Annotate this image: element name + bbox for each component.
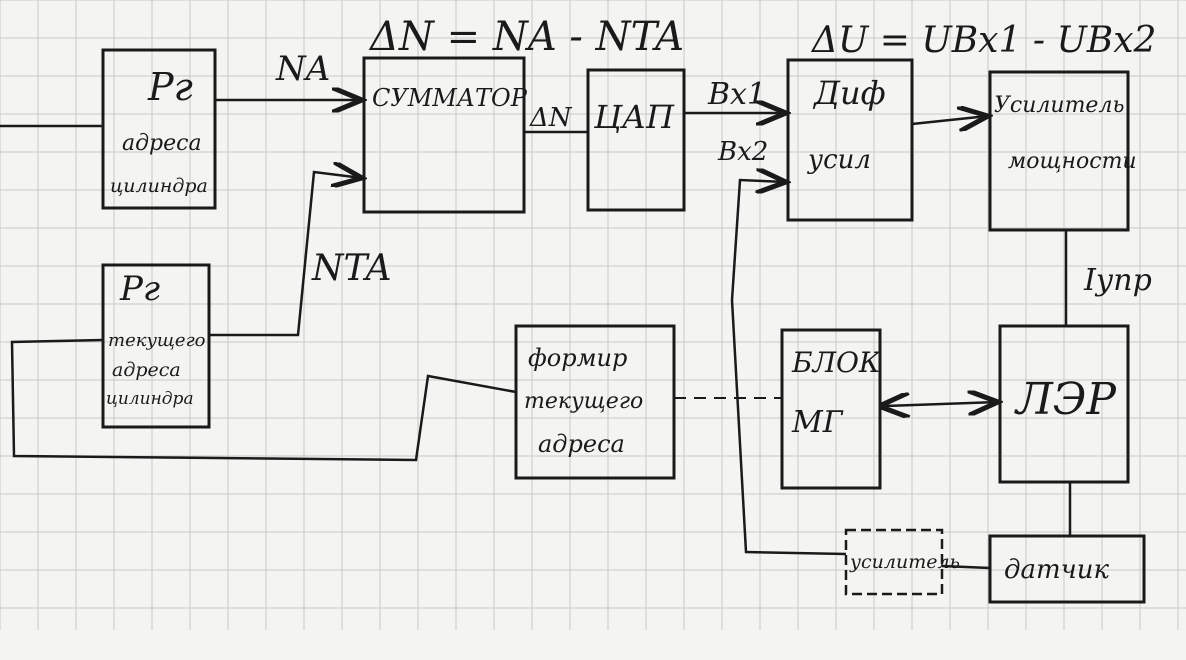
block-label: датчик — [1004, 555, 1110, 585]
block-current-address-former: формир текущего адреса — [514, 324, 676, 480]
block-sensor: датчик — [988, 534, 1146, 604]
signal-label-nta: NTA — [311, 248, 392, 289]
block-power-amplifier: Усилитель мощности — [988, 70, 1137, 232]
block-label: мощности — [1008, 149, 1137, 174]
block-label: Диф — [812, 74, 886, 112]
block-dac: ЦАП — [586, 68, 686, 212]
block-label: текущего — [108, 330, 206, 351]
signal-label-i-control: Iупр — [1083, 263, 1152, 298]
block-adder: СУММАТОР — [362, 56, 528, 214]
block-label: формир — [528, 344, 627, 372]
block-label: цилиндра — [110, 175, 208, 197]
block-label: Рг — [147, 65, 193, 109]
block-label: адреса — [538, 430, 625, 458]
block-register-target-address: Рг адреса цилиндра — [101, 48, 217, 210]
block-label: БЛОК — [791, 346, 882, 379]
block-label: текущего — [524, 389, 643, 414]
block-label: Рг — [119, 269, 160, 309]
block-register-current-address: Рг текущего адреса цилиндра — [101, 263, 211, 429]
grid-paper — [0, 0, 1186, 630]
block-label: ЦАП — [593, 98, 675, 136]
signal-label-bx1: Bx1 — [707, 77, 766, 112]
block-label: усилитель — [849, 551, 960, 573]
block-label: адреса — [122, 131, 202, 156]
block-label: цилиндра — [106, 389, 194, 409]
block-label: адреса — [112, 359, 181, 381]
equation-delta-n: ΔN = NA - NTA — [368, 14, 684, 60]
block-linear-motor: ЛЭР — [998, 324, 1130, 484]
block-differential-amplifier: Диф усил — [786, 58, 914, 222]
block-label: МГ — [791, 405, 844, 440]
block-label: ЛЭР — [1014, 374, 1117, 425]
block-label: СУММАТОР — [372, 84, 528, 112]
block-sensor-amplifier: усилитель — [844, 528, 960, 596]
equation-delta-u: ΔU = UBx1 - UBx2 — [810, 20, 1156, 61]
block-label: Усилитель — [994, 93, 1124, 118]
block-label: усил — [807, 145, 871, 175]
connection-wires — [0, 100, 1072, 570]
block-head-mg: БЛОК МГ — [780, 328, 882, 490]
signal-label-bx2: Bx2 — [717, 137, 768, 167]
signal-label-delta-n: ΔN — [529, 103, 573, 133]
signal-label-na: NA — [275, 49, 330, 89]
